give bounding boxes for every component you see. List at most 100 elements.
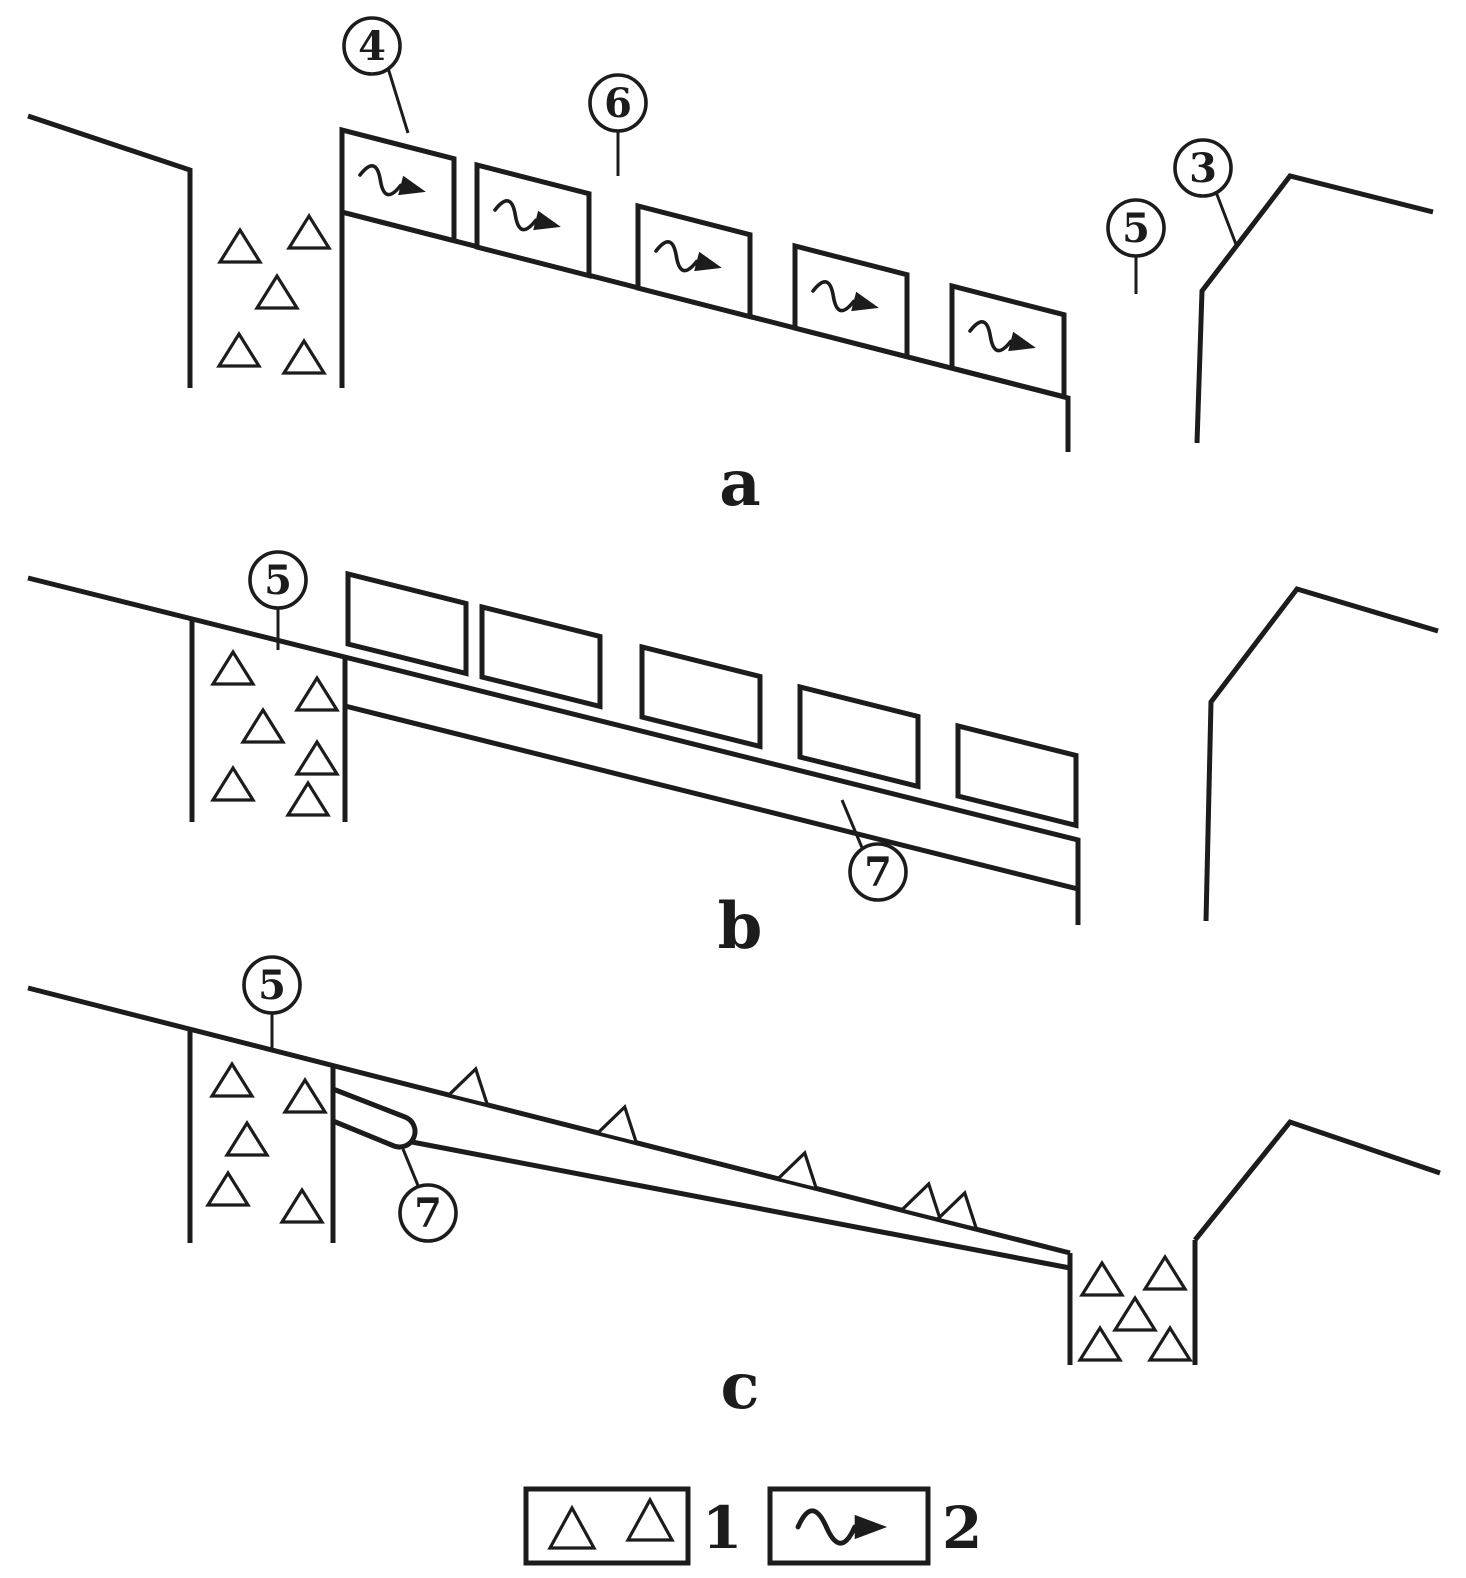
material-triangle [1079,1259,1125,1297]
seepage-arrow [358,164,426,197]
material-triangle [934,1190,979,1232]
empty-slab-row [345,570,1079,829]
callout-circle [848,842,908,902]
material-triangle [279,1186,325,1224]
callout-circle [248,550,308,610]
layer-bottom-line [344,703,1079,892]
right-channel-fill [1077,1253,1193,1362]
panel-b: 5 7 b [27,550,1439,964]
channel-fill [205,1060,328,1224]
callout-circle [588,73,648,133]
legend-item-2: 2 [767,1486,982,1566]
callout-5a: 5 [1106,198,1166,294]
slope-line [27,985,1071,1256]
seepage-arrow [968,320,1036,353]
legend-box-2 [767,1486,931,1566]
panel-c: 5 7 c [27,955,1441,1424]
slope-surface-triangles [445,1066,979,1232]
slab-block [635,202,753,320]
slab-block [949,282,1067,400]
legend-triangle-symbol [625,1496,675,1542]
material-triangle [285,779,331,817]
slope-line [27,575,1081,925]
material-triangle [294,674,340,712]
material-triangle [594,1104,639,1146]
layer-hook-end [332,1086,418,1150]
material-triangle [294,738,340,776]
material-triangle [286,212,332,250]
material-triangle [1112,1294,1158,1332]
seepage-arrow [493,199,561,232]
callout-circle [342,16,402,76]
ridge-line [1194,173,1434,444]
callout-5b: 5 [248,550,308,650]
material-triangle [1077,1324,1123,1362]
callout-number: 4 [358,23,386,70]
ridge-line [1203,586,1439,922]
material-triangle [210,764,256,802]
material-triangle [224,1119,270,1157]
material-triangle [216,330,262,368]
channel-fill [216,212,332,375]
material-triangle [445,1066,490,1108]
channel-fill [210,648,340,817]
leader-line [1214,191,1239,248]
empty-slab [479,603,603,710]
callout-number: 5 [1122,205,1150,252]
legend-label-2: 2 [942,1494,982,1562]
ridge-line [1193,1119,1441,1242]
material-triangle [282,1076,328,1114]
panel-label-a: a [719,446,760,521]
callout-circle [398,1183,458,1243]
empty-slab [797,683,921,790]
material-triangle [217,226,263,264]
material-triangle [254,272,300,310]
material-triangle [240,706,286,744]
leader-line [840,799,865,851]
callout-circle [242,955,302,1015]
callout-4: 4 [342,16,410,134]
legend-item-1: 1 [523,1486,742,1566]
callout-number: 7 [414,1190,442,1237]
legend: 1 2 [523,1486,982,1566]
callout-3: 3 [1173,138,1239,248]
callout-number: 3 [1189,145,1217,192]
callout-circle [1106,198,1166,258]
callout-7b: 7 [840,799,908,902]
slab-block [339,126,457,244]
material-triangle [1147,1324,1193,1362]
slab-block [474,161,592,279]
material-triangle [774,1150,819,1192]
empty-slab [955,722,1079,829]
callout-circle [1173,138,1233,198]
legend-triangle-symbol [547,1504,597,1550]
seepage-arrow [654,240,722,273]
leader-line [401,1148,421,1189]
callout-number: 6 [604,80,632,127]
callout-5c: 5 [242,955,302,1050]
material-triangle [281,337,327,375]
legend-label-1: 1 [702,1494,742,1562]
material-triangle [1142,1253,1188,1291]
callout-number: 5 [258,962,286,1009]
empty-slab [345,570,469,677]
slab-row [339,126,1067,400]
layer-bottom-line [411,1139,1071,1271]
material-triangle [210,648,256,686]
panel-label-b: b [718,889,763,964]
callout-7c: 7 [398,1148,458,1243]
legend-wavy-arrow-symbol [795,1508,888,1546]
slab-block [792,242,910,360]
terrain-left-line [27,113,193,388]
callout-6: 6 [588,73,648,176]
material-triangle [209,1060,255,1098]
material-triangle [205,1169,251,1207]
panel-a: 4 6 5 3 a [27,16,1434,521]
panel-label-c: c [721,1349,760,1424]
leader-line [386,67,410,134]
material-triangle [898,1181,943,1223]
seepage-arrow [811,280,879,313]
callout-number: 7 [864,849,892,896]
